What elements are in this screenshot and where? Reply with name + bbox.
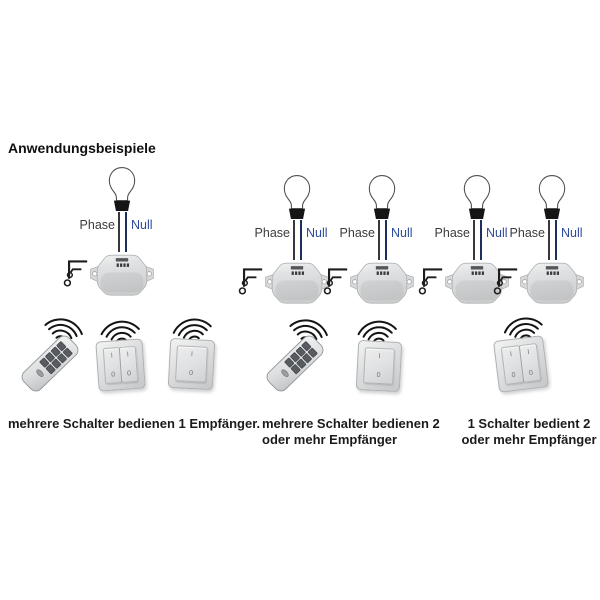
switch-symbol-icon xyxy=(493,268,518,295)
rocker-mark-off: 0 xyxy=(528,369,534,378)
light-bulb-icon xyxy=(368,175,396,220)
rocker-mark-on: I xyxy=(190,350,194,359)
phase-label: Phase xyxy=(434,226,470,240)
null-label: Null xyxy=(391,226,413,240)
receiver-module-icon xyxy=(520,262,584,304)
caption-section-3: 1 Schalter bedient 2 oder mehr Empfänger xyxy=(450,416,600,447)
phase-wire xyxy=(473,220,475,260)
caption-section-2: mehrere Schalter bedienen 2 oder mehr Em… xyxy=(262,416,440,447)
null-label: Null xyxy=(486,226,508,240)
phase-wire xyxy=(378,220,380,260)
circuit-3-receiver-2: Phase Null xyxy=(477,174,600,314)
rocker-mark-on: I xyxy=(509,351,513,359)
receiver-module-icon xyxy=(90,254,154,296)
switch-symbol-icon xyxy=(323,268,348,295)
rocker: I 0 xyxy=(175,345,208,383)
null-label: Null xyxy=(306,226,328,240)
null-wire xyxy=(480,220,482,260)
phase-label: Phase xyxy=(509,226,545,240)
null-wire xyxy=(125,212,127,252)
circuit-1-receiver-1: Phase Null xyxy=(47,166,197,306)
switch-symbol-icon xyxy=(238,268,263,295)
circuit-2-receiver-2: Phase Null xyxy=(307,174,457,314)
phase-label: Phase xyxy=(339,226,375,240)
wall-switch-single: I 0 xyxy=(167,337,216,391)
rocker: I 0 xyxy=(118,345,139,383)
caption-line: 1 Schalter bedient 2 xyxy=(467,416,591,431)
rocker-mark-off: 0 xyxy=(126,370,132,378)
light-bulb-icon xyxy=(108,167,136,212)
rocker-mark-on: I xyxy=(126,351,130,359)
remote-control-icon xyxy=(18,332,82,395)
null-wire xyxy=(385,220,387,260)
phase-wire xyxy=(118,212,120,252)
phase-label: Phase xyxy=(79,218,115,232)
light-bulb-icon xyxy=(538,175,566,220)
switch-symbol-icon xyxy=(418,268,443,295)
wall-switch-double: I 0 I 0 xyxy=(95,338,146,392)
caption-line: oder mehr Empfänger xyxy=(262,431,398,447)
circuit-3-receiver-1: Phase Null xyxy=(402,174,552,314)
caption-line: mehrere Schalter bedienen 2 xyxy=(262,416,440,431)
phase-label: Phase xyxy=(254,226,290,240)
rocker-mark-off: 0 xyxy=(511,371,516,380)
null-label: Null xyxy=(561,226,583,240)
null-wire xyxy=(300,220,302,260)
remote-control-icon xyxy=(263,332,327,395)
caption-section-1: mehrere Schalter bedienen 1 Empfänger. xyxy=(8,416,260,432)
rocker-mark-off: 0 xyxy=(376,371,381,380)
wall-switch-single: I 0 xyxy=(355,339,403,393)
rocker-mark-off: 0 xyxy=(188,369,194,378)
switch-symbol-icon xyxy=(63,260,88,287)
rocker-mark-off: 0 xyxy=(110,371,116,379)
rocker-mark-on: I xyxy=(527,348,530,357)
rocker: I 0 xyxy=(518,342,542,383)
rocker: I 0 xyxy=(363,347,395,385)
caption-line: mehrere Schalter bedienen 1 Empfänger. xyxy=(8,416,261,431)
circuit-2-receiver-1: Phase Null xyxy=(222,174,372,314)
caption-line: oder mehr Empfänger xyxy=(461,431,597,447)
phase-wire xyxy=(293,220,295,260)
phase-wire xyxy=(548,220,550,260)
wall-switch-double: I 0 I 0 xyxy=(493,335,549,393)
page-title: Anwendungsbeispiele xyxy=(8,140,156,156)
null-label: Null xyxy=(131,218,153,232)
rocker-mark-on: I xyxy=(110,352,114,360)
null-wire xyxy=(555,220,557,260)
rocker-mark-on: I xyxy=(378,352,381,361)
